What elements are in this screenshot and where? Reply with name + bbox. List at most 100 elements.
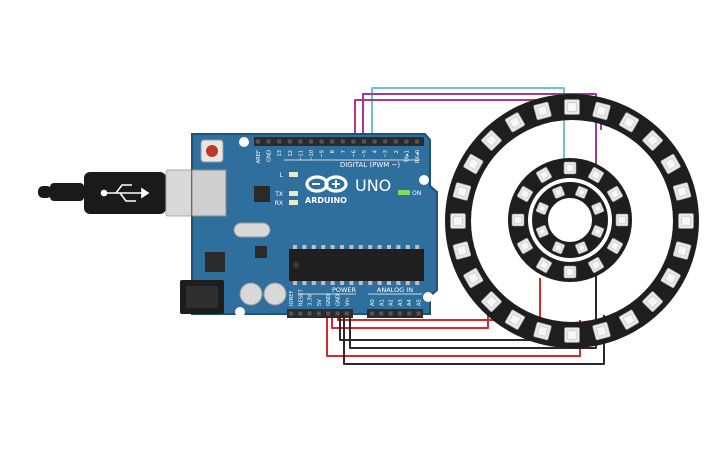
chip-leg — [387, 245, 391, 249]
neopixel-led[interactable] — [481, 130, 502, 151]
neopixel-led[interactable] — [517, 186, 533, 202]
pin-hole[interactable] — [372, 139, 377, 144]
chip-leg — [368, 245, 373, 249]
led-tx — [289, 191, 298, 196]
neopixel-ring-12[interactable] — [508, 158, 632, 282]
pin-hole[interactable] — [415, 139, 419, 144]
pin-hole[interactable] — [344, 311, 349, 316]
neopixel-led[interactable] — [505, 112, 525, 133]
usb-cable[interactable] — [38, 169, 211, 217]
neopixel-led[interactable] — [552, 185, 565, 199]
chip-leg — [387, 281, 391, 285]
neopixel-led[interactable] — [575, 241, 588, 255]
neopixel-led[interactable] — [588, 167, 604, 183]
neopixel-led[interactable] — [678, 213, 694, 229]
neopixel-led[interactable] — [463, 154, 484, 174]
pin-hole[interactable] — [383, 139, 388, 144]
neopixel-rings[interactable]: IN OUT — [445, 94, 699, 348]
neopixel-led[interactable] — [591, 202, 605, 215]
pin-hole[interactable] — [335, 311, 340, 316]
wire-signal-cyan[interactable] — [371, 87, 565, 160]
neopixel-led[interactable] — [533, 321, 552, 341]
led-lens — [485, 134, 498, 147]
neopixel-led[interactable] — [535, 202, 549, 215]
neopixel-led[interactable] — [450, 213, 466, 229]
neopixel-led[interactable] — [533, 101, 552, 121]
neopixel-led[interactable] — [564, 327, 580, 343]
pin-hole[interactable] — [326, 311, 331, 316]
neopixel-led[interactable] — [619, 309, 639, 330]
pin-hole[interactable] — [287, 139, 292, 144]
pin-hole[interactable] — [256, 139, 260, 144]
pin-hole[interactable] — [298, 139, 303, 144]
usb-cable-jacket — [50, 183, 84, 201]
chip-leg — [377, 281, 382, 285]
neopixel-led[interactable] — [660, 268, 681, 288]
neopixel-led[interactable] — [536, 167, 552, 183]
pin-hole[interactable] — [407, 311, 412, 316]
neopixel-led[interactable] — [592, 321, 611, 341]
pin-hole[interactable] — [340, 139, 345, 144]
led-l — [289, 172, 298, 177]
pin-hole[interactable] — [289, 311, 293, 316]
neopixel-led[interactable] — [642, 130, 663, 151]
neopixel-led[interactable] — [505, 309, 525, 330]
pin-hole[interactable] — [370, 311, 374, 316]
neopixel-led[interactable] — [552, 241, 565, 255]
led-lens — [539, 170, 549, 180]
neopixel-led[interactable] — [511, 213, 525, 227]
neopixel-led[interactable] — [535, 225, 549, 238]
pin-hole[interactable] — [351, 139, 356, 144]
pin-hole[interactable] — [404, 139, 409, 144]
neopixel-led[interactable] — [672, 182, 692, 201]
neopixel-led[interactable] — [607, 186, 623, 202]
pin-hole[interactable] — [397, 311, 402, 316]
pin-hole[interactable] — [277, 139, 282, 144]
neopixel-led[interactable] — [452, 241, 472, 260]
neopixel-led[interactable] — [564, 99, 580, 115]
neopixel-led[interactable] — [517, 238, 533, 254]
pin-hole[interactable] — [309, 139, 313, 144]
neopixel-led[interactable] — [672, 241, 692, 260]
neopixel-led[interactable] — [463, 268, 484, 288]
mounting-hole — [423, 292, 433, 302]
pin-hole[interactable] — [393, 139, 398, 144]
neopixel-led[interactable] — [588, 257, 604, 273]
capacitor — [263, 282, 287, 306]
wire-signal-purple[interactable] — [362, 93, 597, 175]
pin-hole[interactable] — [316, 311, 321, 316]
neopixel-led[interactable] — [563, 265, 577, 279]
neopixel-led[interactable] — [452, 182, 472, 201]
chip-leg — [415, 281, 420, 285]
pin-hole[interactable] — [266, 139, 271, 144]
pin-hole[interactable] — [388, 311, 393, 316]
pin-hole[interactable] — [362, 139, 366, 144]
chip-leg — [330, 281, 335, 285]
neopixel-ring-8[interactable] — [532, 182, 608, 258]
pin-hole[interactable] — [379, 311, 384, 316]
led-lens — [456, 186, 468, 197]
pin-hole[interactable] — [307, 311, 312, 316]
neopixel-led[interactable] — [481, 291, 502, 312]
wire-ground-black-2[interactable] — [349, 274, 597, 349]
small-chip — [255, 246, 267, 258]
neopixel-led[interactable] — [619, 112, 639, 133]
neopixel-led[interactable] — [591, 225, 605, 238]
neopixel-led[interactable] — [607, 238, 623, 254]
led-lens — [593, 227, 602, 236]
reset-button[interactable] — [206, 145, 218, 157]
neopixel-led[interactable] — [536, 257, 552, 273]
led-lens — [453, 216, 463, 226]
pin-hole[interactable] — [319, 139, 324, 144]
neopixel-led[interactable] — [660, 154, 681, 174]
neopixel-led[interactable] — [642, 291, 663, 312]
neopixel-led[interactable] — [615, 213, 629, 227]
neopixel-led[interactable] — [592, 101, 611, 121]
pin-hole[interactable] — [330, 139, 335, 144]
neopixel-led[interactable] — [563, 161, 577, 175]
pin-hole[interactable] — [416, 311, 421, 316]
neopixel-led[interactable] — [575, 185, 588, 199]
neopixel-ring-24[interactable] — [445, 94, 699, 348]
pin-hole[interactable] — [298, 311, 303, 316]
